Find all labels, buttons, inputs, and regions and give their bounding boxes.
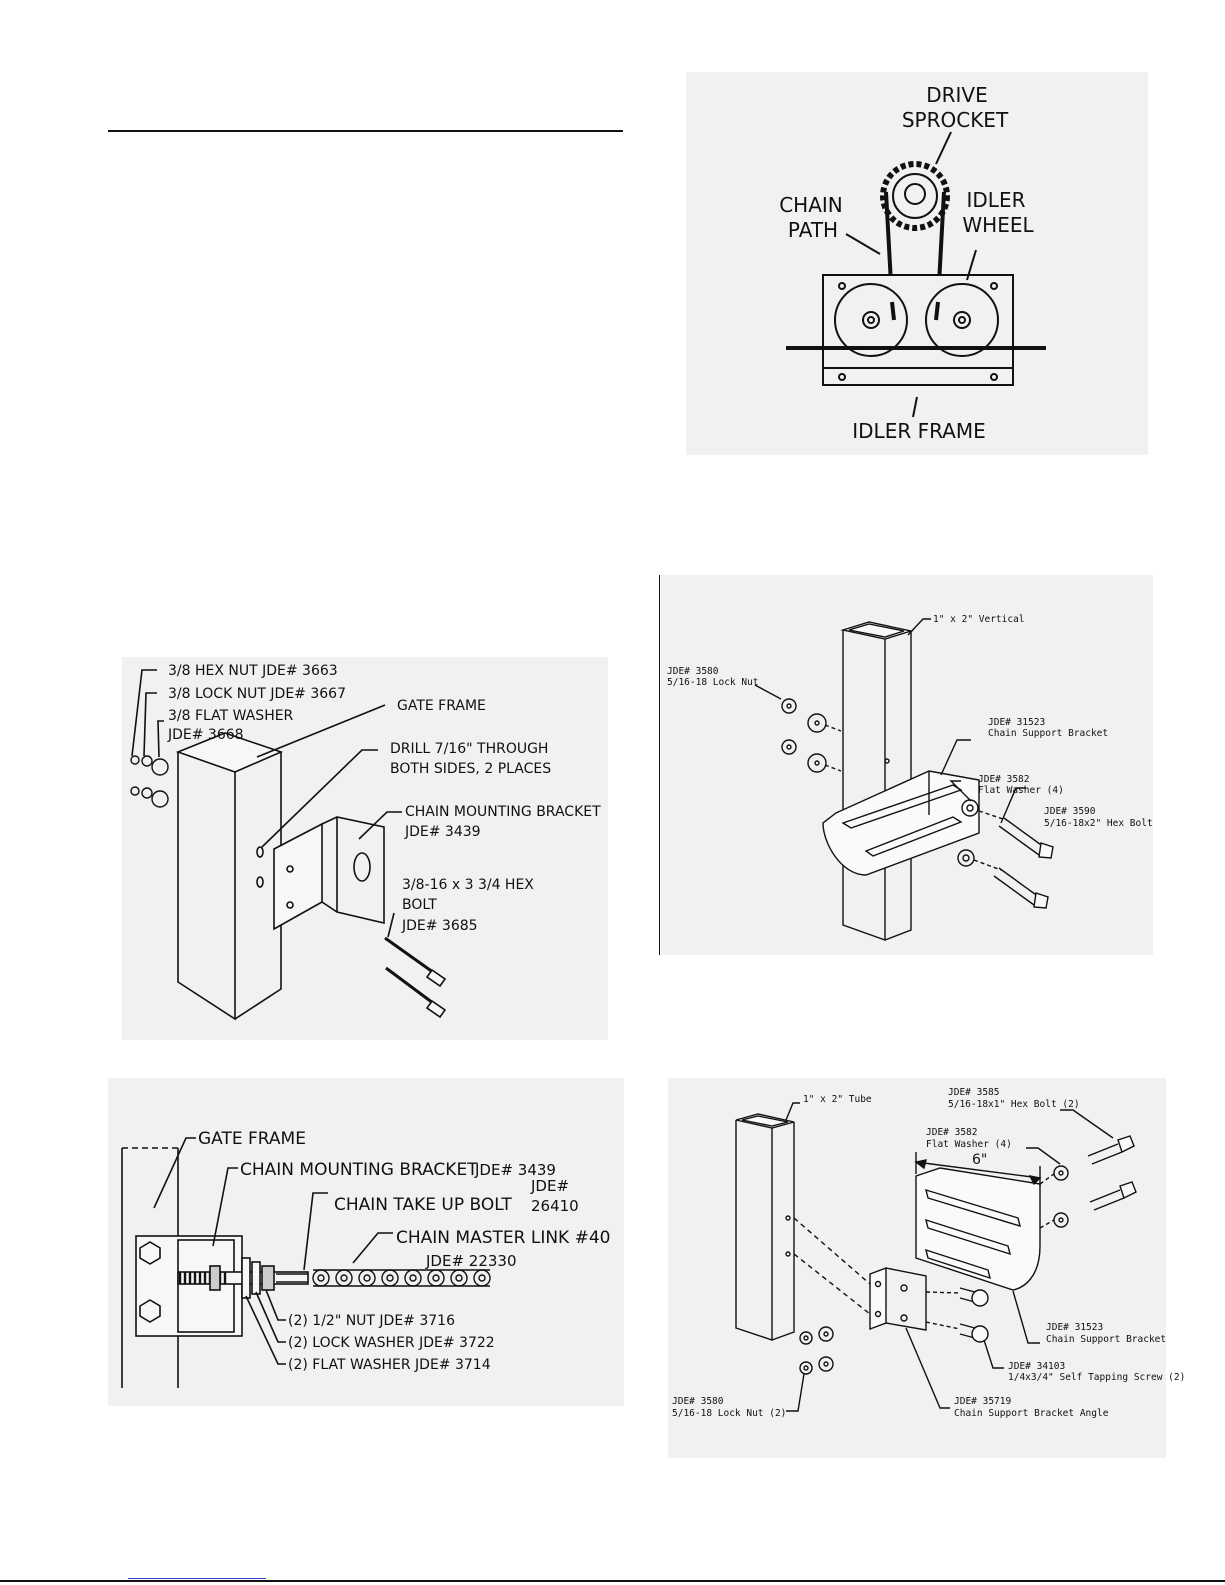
label-drive: DRIVE: [926, 83, 988, 107]
label-lock-nut-jde: JDE# 3580: [667, 666, 719, 677]
label-screw: 1/4x3/4" Self Tapping Screw (2): [1008, 1372, 1185, 1383]
label-takeup-bolt: CHAIN TAKE UP BOLT: [334, 1195, 512, 1215]
label-drill-2: BOTH SIDES, 2 PLACES: [390, 761, 551, 777]
label-washer: Flat Washer (4): [978, 785, 1064, 796]
label-lock-nut: 3/8 LOCK NUT JDE# 3667: [168, 686, 346, 702]
label-screw-jde: JDE# 34103: [1008, 1361, 1065, 1372]
label-dimension: 6": [972, 1152, 987, 1168]
label-mount-bracket: CHAIN MOUNTING BRACKET: [240, 1160, 478, 1180]
label-angle: Chain Support Bracket Angle: [954, 1408, 1109, 1419]
label-bracket-jde: JDE# 31523: [1046, 1322, 1103, 1333]
label-gate-frame: GATE FRAME: [198, 1129, 306, 1149]
label-angle-jde: JDE# 35719: [954, 1396, 1011, 1407]
label-sprocket: SPROCKET: [902, 108, 1009, 132]
label-lock-nut-jde: JDE# 3580: [672, 1396, 724, 1407]
label-bracket: Chain Support Bracket: [1046, 1334, 1166, 1345]
label-hex-bolt: 5/16-18x2" Hex Bolt: [1044, 818, 1153, 829]
label-master-link-jde: JDE# 22330: [425, 1252, 517, 1270]
idler-diagram: DRIVE SPROCKET CHAIN PATH IDLER WHEEL ID…: [686, 72, 1148, 455]
label-drill-1: DRILL 7/16" THROUGH: [390, 741, 548, 757]
label-master-link: CHAIN MASTER LINK #40: [396, 1228, 610, 1248]
label-mount-bracket: CHAIN MOUNTING BRACKET: [405, 804, 601, 820]
label-mount-bracket-jde: JDE# 3439: [404, 824, 481, 840]
label-lock-washer: (2) LOCK WASHER JDE# 3722: [288, 1335, 495, 1351]
label-hex-bolt-3: JDE# 3685: [401, 918, 478, 934]
label-idler-frame: IDLER FRAME: [852, 419, 986, 443]
label-lock-nut: 5/16-18 Lock Nut (2): [672, 1408, 786, 1419]
take-up-diagram: GATE FRAME CHAIN MOUNTING BRACKET JDE# 3…: [108, 1078, 624, 1406]
label-nut: (2) 1/2" NUT JDE# 3716: [288, 1313, 455, 1329]
header-rule: [108, 130, 623, 132]
label-bracket: Chain Support Bracket: [988, 728, 1108, 739]
label-wheel: WHEEL: [962, 213, 1034, 237]
label-vertical: 1" x 2" Vertical: [933, 614, 1025, 625]
label-hex-bolt: 5/16-18x1" Hex Bolt (2): [948, 1099, 1080, 1110]
label-bracket-jde: JDE# 31523: [988, 717, 1045, 728]
support-bracket-tube-diagram: 1" x 2" Tube JDE# 3585 5/16-18x1" Hex Bo…: [668, 1078, 1185, 1458]
label-flat-washer-jde: JDE# 3668: [167, 727, 244, 743]
label-chain: CHAIN: [779, 193, 843, 217]
label-hex-bolt-jde: JDE# 3585: [948, 1087, 999, 1098]
footer-rule: [0, 1580, 1225, 1582]
label-flat-washer: 3/8 FLAT WASHER: [168, 708, 294, 724]
label-hex-nut: 3/8 HEX NUT JDE# 3663: [168, 663, 338, 679]
label-path: PATH: [788, 218, 838, 242]
label-washer-jde: JDE# 3582: [926, 1127, 977, 1138]
label-mount-bracket-jde: JDE# 3439: [474, 1161, 556, 1179]
label-tube: 1" x 2" Tube: [803, 1094, 872, 1105]
label-hex-bolt-2: BOLT: [402, 897, 437, 913]
mounting-bracket-diagram: 3/8 HEX NUT JDE# 3663 3/8 LOCK NUT JDE# …: [122, 657, 608, 1040]
figure-divider: [659, 575, 660, 955]
label-washer-jde: JDE# 3582: [978, 774, 1029, 785]
label-hex-bolt-jde: JDE# 3590: [1044, 806, 1096, 817]
label-takeup-jde-2: 26410: [531, 1197, 579, 1215]
label-washer: Flat Washer (4): [926, 1139, 1012, 1150]
support-bracket-vertical-diagram: 1" x 2" Vertical JDE# 3580 5/16-18 Lock …: [661, 575, 1153, 955]
label-lock-nut: 5/16-18 Lock Nut: [667, 677, 759, 688]
footer-link-underline: [128, 1578, 266, 1579]
label-takeup-jde-1: JDE#: [530, 1177, 569, 1195]
label-gate-frame: GATE FRAME: [397, 698, 486, 714]
label-hex-bolt-1: 3/8-16 x 3 3/4 HEX: [402, 877, 534, 893]
label-idler: IDLER: [967, 188, 1026, 212]
label-flat-washer: (2) FLAT WASHER JDE# 3714: [288, 1357, 491, 1373]
